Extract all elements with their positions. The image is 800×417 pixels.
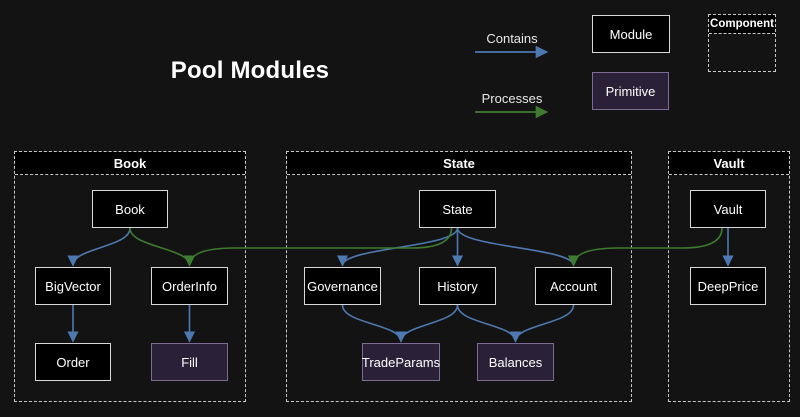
node-orderinfo-label: OrderInfo <box>162 278 217 294</box>
cluster-vault-title: Vault <box>669 152 789 175</box>
node-fill-label: Fill <box>181 354 198 370</box>
node-tradeparams: TradeParams <box>362 343 440 381</box>
node-fill: Fill <box>151 343 228 381</box>
node-book: Book <box>92 190 168 228</box>
legend-component-label: Component <box>709 15 775 34</box>
node-bigvector-label: BigVector <box>45 278 101 294</box>
node-vault-label: Vault <box>713 201 743 217</box>
node-history: History <box>419 267 496 305</box>
cluster-book: Book <box>14 151 246 402</box>
cluster-book-title: Book <box>15 152 245 175</box>
node-orderinfo: OrderInfo <box>151 267 228 305</box>
legend-module-label: Module <box>609 26 653 42</box>
legend-primitive-box: Primitive <box>592 72 669 110</box>
node-deepprice-label: DeepPrice <box>697 278 759 294</box>
node-account: Account <box>535 267 612 305</box>
node-order: Order <box>35 343 111 381</box>
node-book-label: Book <box>115 201 145 217</box>
legend-module-box: Module <box>592 15 670 53</box>
cluster-state: State <box>286 151 632 402</box>
node-balances-label: Balances <box>488 354 543 370</box>
node-tradeparams-label: TradeParams <box>361 354 441 370</box>
node-state-label: State <box>442 201 473 217</box>
diagram-title: Pool Modules <box>170 57 330 84</box>
legend-component-box: Component <box>708 14 776 72</box>
node-account-label: Account <box>550 278 597 294</box>
node-governance: Governance <box>304 267 381 305</box>
node-order-label: Order <box>56 354 90 370</box>
legend-primitive-label: Primitive <box>605 83 656 99</box>
node-bigvector: BigVector <box>35 267 111 305</box>
node-balances: Balances <box>477 343 554 381</box>
legend-contains-label: Contains <box>486 31 538 46</box>
node-vault: Vault <box>690 190 766 228</box>
cluster-vault: Vault <box>668 151 790 402</box>
node-governance-label: Governance <box>307 278 378 294</box>
node-state: State <box>419 190 496 228</box>
cluster-state-title: State <box>287 152 631 175</box>
node-deepprice: DeepPrice <box>690 267 766 305</box>
legend-processes-label: Processes <box>481 91 543 106</box>
node-history-label: History <box>437 278 478 294</box>
